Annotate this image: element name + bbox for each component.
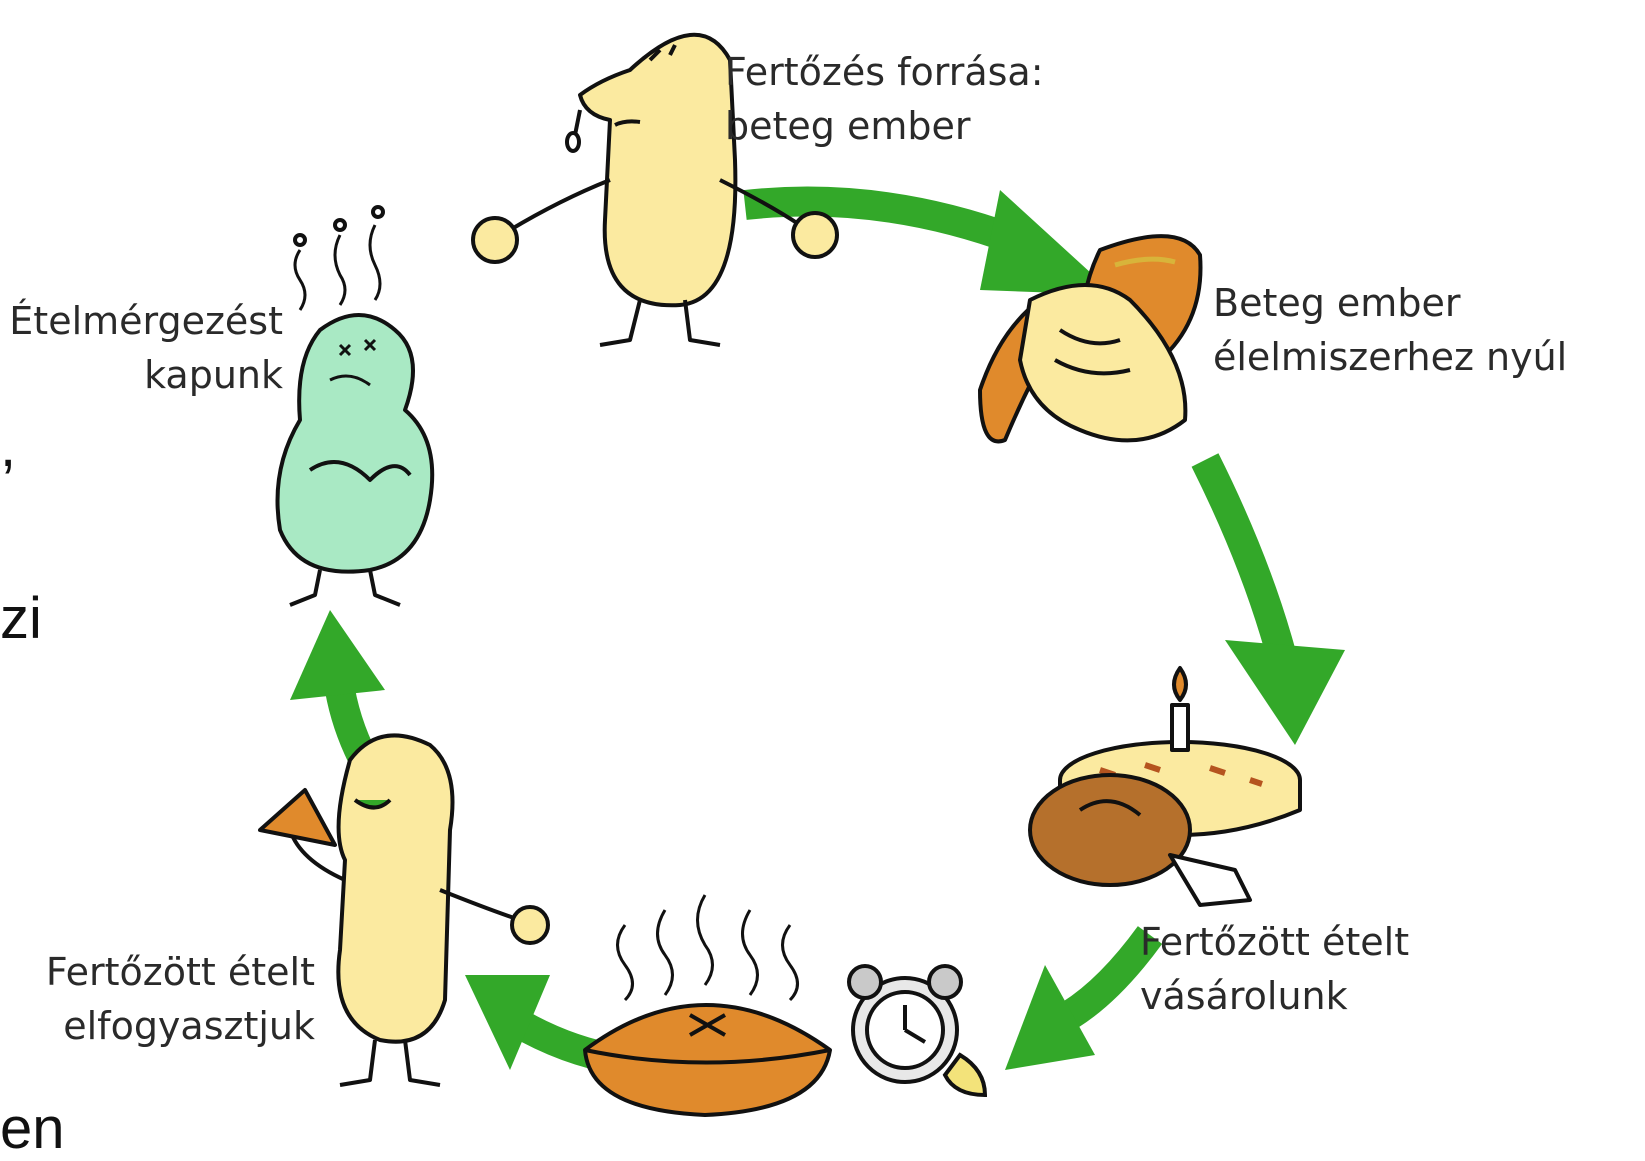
label-sick-person-touches-food-line2: élelmiszerhez nyúl xyxy=(1213,330,1567,384)
arrow-source-to-food xyxy=(745,202,1015,240)
label-food-poisoning-line2: kapunk xyxy=(9,348,283,402)
label-eat-contaminated-food-line1: Fertőzött ételt xyxy=(46,945,315,999)
arrow-cake-to-clock xyxy=(1070,935,1150,1015)
label-infection-source-line1: Fertőzés forrása: xyxy=(725,45,1044,99)
arrow-head-5 xyxy=(290,610,385,700)
label-infection-source: Fertőzés forrása: beteg ember xyxy=(725,45,1044,153)
label-eat-contaminated-food: Fertőzött ételt elfogyasztjuk xyxy=(46,945,315,1053)
arrow-head-2 xyxy=(1225,640,1345,745)
clipped-text-en: en xyxy=(0,1100,65,1158)
label-infection-source-line2: beteg ember xyxy=(725,99,1044,153)
label-sick-person-touches-food-line1: Beteg ember xyxy=(1213,276,1567,330)
label-buy-contaminated-food-line2: vásárolunk xyxy=(1140,969,1409,1023)
alarm-clock xyxy=(849,966,985,1095)
label-food-poisoning: Ételmérgezést kapunk xyxy=(9,294,283,402)
arrow-food-to-cake xyxy=(1205,460,1280,650)
label-eat-contaminated-food-line2: elfogyasztjuk xyxy=(46,999,315,1053)
label-buy-contaminated-food-line1: Fertőzött ételt xyxy=(1140,915,1409,969)
label-food-poisoning-line1: Ételmérgezést xyxy=(9,294,283,348)
label-sick-person-touches-food: Beteg ember élelmiszerhez nyúl xyxy=(1213,276,1567,384)
steaming-pie xyxy=(585,895,830,1115)
clipped-text-comma: , xyxy=(0,418,16,476)
clipped-text-zi: zi xyxy=(0,590,42,648)
label-buy-contaminated-food: Fertőzött ételt vásárolunk xyxy=(1140,915,1409,1023)
cake-and-turkey xyxy=(1030,668,1300,905)
poisoned-person-figure xyxy=(278,207,433,605)
